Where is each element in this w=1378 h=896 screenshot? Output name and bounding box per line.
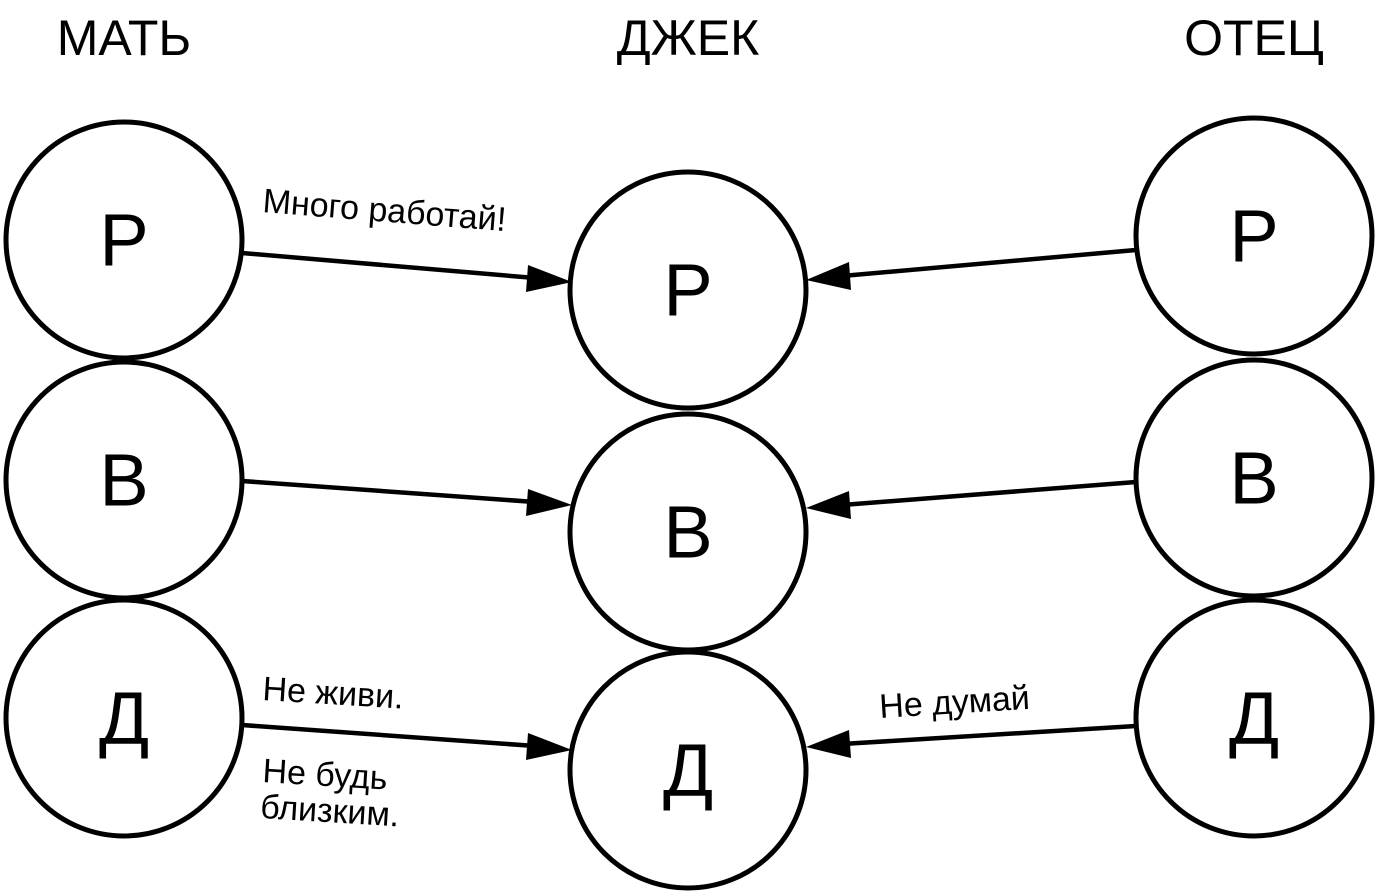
mother-child-ego: Д bbox=[3, 597, 245, 839]
jack-parent-ego: Р bbox=[567, 169, 809, 411]
message-dont-be-close: Не будь близким. bbox=[259, 752, 402, 834]
mother-parent-ego: Р bbox=[3, 119, 245, 361]
jack-adult-ego: В bbox=[567, 411, 809, 653]
message-work-hard: Много работай! bbox=[261, 182, 507, 239]
mother-adult-letter: В bbox=[99, 439, 148, 522]
arrow-head-icon bbox=[526, 265, 572, 292]
message-dont-exist: Не живи. bbox=[262, 670, 405, 717]
arrow-head-icon bbox=[526, 733, 572, 760]
father-child-letter: Д bbox=[1229, 677, 1279, 760]
father-adult-letter: В bbox=[1229, 437, 1278, 520]
arrow-father-adult-to-jack-adult bbox=[806, 479, 1137, 519]
father-parent-ego: Р bbox=[1133, 115, 1375, 357]
message-dont-be-close-line-1: Не будь bbox=[262, 752, 389, 798]
arrow-head-icon bbox=[806, 262, 851, 290]
arrow-head-icon bbox=[526, 489, 572, 516]
father-child-ego: Д bbox=[1133, 597, 1375, 839]
jack-ego-stack: Р В Д bbox=[567, 169, 809, 891]
jack-child-letter: Д bbox=[663, 729, 713, 812]
jack-title: ДЖЕК bbox=[617, 10, 760, 66]
mother-ego-stack: Р В Д bbox=[3, 119, 245, 839]
message-dont-be-close-line-2: близким. bbox=[259, 788, 400, 834]
arrow-head-icon bbox=[806, 730, 851, 758]
arrow-mother-parent-to-jack-parent bbox=[241, 250, 572, 292]
arrow-mother-adult-to-jack-adult bbox=[241, 478, 572, 516]
father-parent-letter: Р bbox=[1229, 195, 1278, 278]
mother-title: МАТЬ bbox=[57, 10, 191, 66]
father-adult-ego: В bbox=[1133, 357, 1375, 599]
arrow-mother-child-to-jack-child bbox=[241, 722, 572, 760]
mother-parent-letter: Р bbox=[99, 199, 148, 282]
father-title: ОТЕЦ bbox=[1184, 10, 1324, 66]
arrow-head-icon bbox=[806, 491, 851, 519]
arrow-father-parent-to-jack-parent bbox=[806, 247, 1137, 290]
jack-parent-letter: Р bbox=[663, 249, 712, 332]
jack-child-ego: Д bbox=[567, 649, 809, 891]
jack-adult-letter: В bbox=[663, 491, 712, 574]
mother-child-letter: Д bbox=[99, 677, 149, 760]
message-dont-think: Не думай bbox=[878, 679, 1031, 726]
mother-adult-ego: В bbox=[3, 359, 245, 601]
father-ego-stack: Р В Д bbox=[1133, 115, 1375, 839]
arrow-father-child-to-jack-child bbox=[806, 723, 1137, 758]
